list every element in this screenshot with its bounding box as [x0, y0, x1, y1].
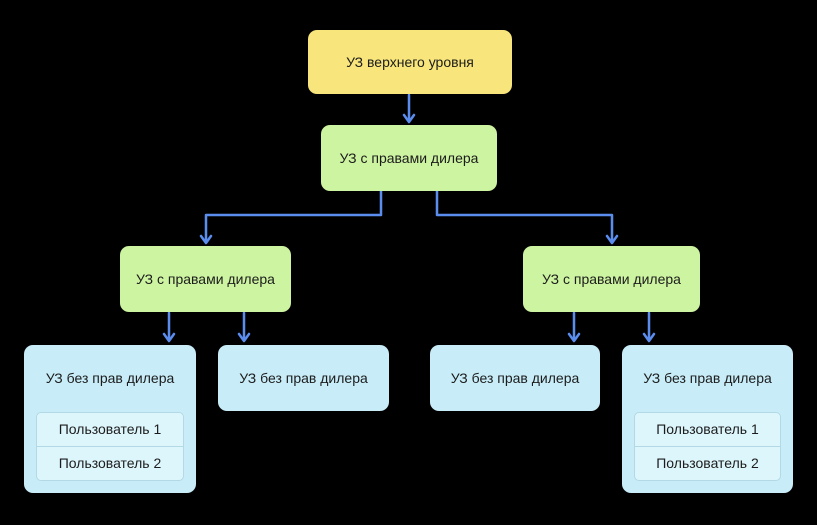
user-item: Пользователь 1 [58, 421, 162, 438]
node-no-dealer-4: УЗ без прав дилера Пользователь 1 Пользо… [622, 345, 793, 493]
connector-l2-to-l3-left [199, 189, 383, 245]
node-no-dealer-3: УЗ без прав дилера [430, 345, 600, 411]
node-top-level-account: УЗ верхнего уровня [308, 30, 512, 94]
connector-l3right-to-nodealer3 [567, 311, 581, 343]
node-dealer-l3-left: УЗ с правами дилера [120, 246, 291, 312]
node-no-dealer-1: УЗ без прав дилера Пользователь 1 Пользо… [24, 345, 196, 493]
node-no-dealer-3-label: УЗ без прав дилера [450, 369, 580, 386]
user-list: Пользователь 1 Пользователь 2 [36, 412, 184, 481]
user-list: Пользователь 1 Пользователь 2 [634, 412, 781, 481]
user-item: Пользователь 2 [635, 446, 780, 480]
node-dealer-l3-left-label: УЗ с правами дилера [136, 270, 275, 287]
connector-l3left-to-nodealer2 [237, 311, 251, 343]
node-dealer-l3-right: УЗ с правами дилера [523, 246, 700, 312]
connector-l3left-to-nodealer1 [162, 311, 176, 343]
node-top-level-account-label: УЗ верхнего уровня [346, 53, 474, 70]
user-item: Пользователь 2 [37, 446, 183, 480]
node-no-dealer-1-label: УЗ без прав дилера [45, 370, 175, 387]
node-no-dealer-2: УЗ без прав дилера [218, 345, 389, 411]
connector-l3right-to-nodealer4 [642, 311, 656, 343]
user-item: Пользователь 1 [656, 421, 759, 438]
connector-l2-to-l3-right [435, 189, 619, 245]
node-dealer-l2: УЗ с правами дилера [321, 125, 497, 191]
node-dealer-l2-label: УЗ с правами дилера [339, 149, 479, 166]
connector-root-to-l2 [402, 93, 416, 124]
node-dealer-l3-right-label: УЗ с правами дилера [542, 270, 681, 287]
node-no-dealer-2-label: УЗ без прав дилера [239, 369, 368, 386]
node-no-dealer-4-label: УЗ без прав дилера [643, 370, 772, 387]
